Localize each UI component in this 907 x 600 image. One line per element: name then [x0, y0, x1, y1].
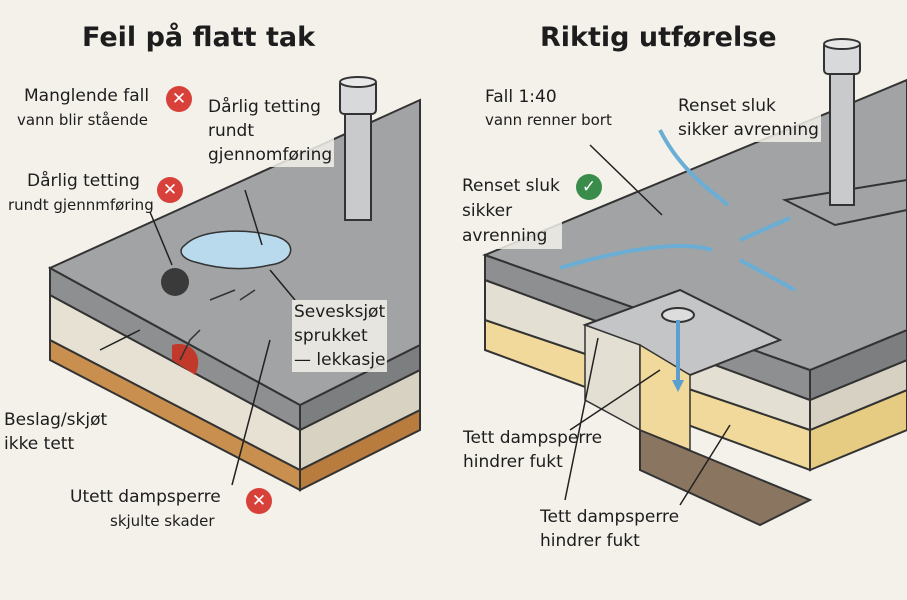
fall-label: Fall 1:40 [485, 87, 557, 107]
vapor-left-sub: skjulte skader [110, 512, 215, 530]
leak-spot [172, 344, 199, 375]
x-circle-icon: ✕ [166, 86, 192, 112]
right-roof [482, 38, 907, 527]
drain-icon [661, 307, 695, 323]
right-panel-title: Riktig utførelse [540, 22, 777, 53]
left-panel-title: Feil på flatt tak [82, 22, 316, 53]
x-circle-icon: ✕ [157, 177, 183, 203]
water-flow-arrows [559, 129, 796, 292]
pipe [344, 107, 372, 221]
standing-water [180, 230, 292, 270]
missing-fall-label: Manglende fall [24, 86, 150, 106]
pipe [829, 69, 855, 206]
missing-fall-sub: vann blir stående [17, 111, 149, 129]
check-circle-icon: ✓ [576, 174, 602, 200]
pipe-flange [781, 178, 907, 227]
deck-wood [639, 428, 813, 527]
poor-seal-left-label: Dårlig tetting [27, 171, 140, 191]
x-circle-icon: ✕ [246, 488, 272, 514]
poor-seal-left-sub: rundt gjennmføring [8, 196, 154, 214]
damage-patch [161, 268, 189, 296]
vapor-left-label: Utett dampsperre [70, 487, 221, 507]
fall-sub: vann renner bort [485, 111, 612, 129]
